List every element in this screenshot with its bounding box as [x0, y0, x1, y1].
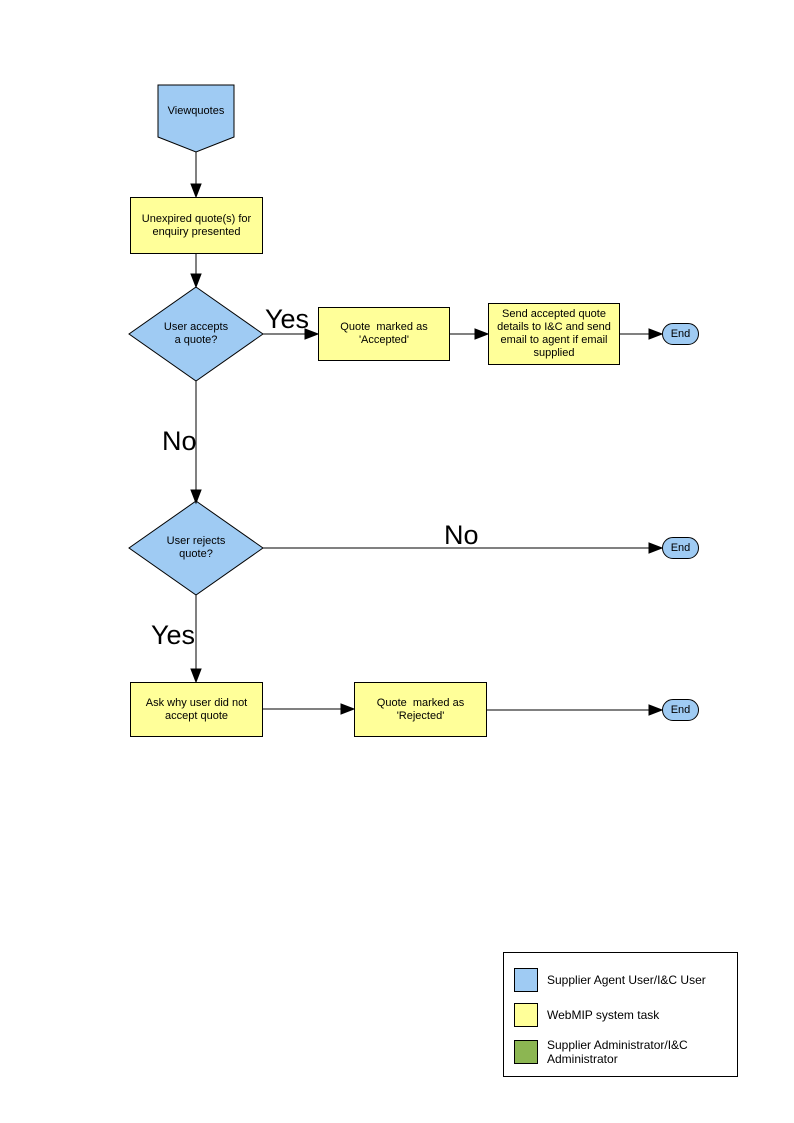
legend: Supplier Agent User/I&C User WebMIP syst…	[503, 952, 738, 1077]
legend-row-supplier-admin: Supplier Administrator/I&C Administrator	[514, 1038, 688, 1066]
task-send-accepted-details: Send accepted quote details to I&C and s…	[488, 303, 620, 365]
task-quote-marked-rejected: Quote marked as 'Rejected'	[354, 682, 487, 737]
end-node-accepted: End	[662, 323, 699, 345]
legend-row-supplier-agent: Supplier Agent User/I&C User	[514, 968, 706, 992]
legend-label-webmip-task: WebMIP system task	[547, 1008, 660, 1022]
edge-label-rejects-no: No	[444, 520, 479, 550]
arrowhead-send-to-end1	[648, 328, 664, 340]
task-quote-marked-accepted: Quote marked as 'Accepted'	[318, 307, 450, 361]
decision-rejects-diamond	[128, 500, 264, 596]
edge-label-accepts-yes: Yes	[265, 304, 310, 334]
legend-label-supplier-agent: Supplier Agent User/I&C User	[547, 973, 706, 987]
arrowhead-askwhy-to-rejected	[340, 703, 356, 715]
end-node-rejected: End	[662, 699, 699, 721]
arrowhead-rejects-yes	[190, 668, 202, 684]
arrowhead-rejected-to-end3	[648, 704, 664, 716]
edge-label-rejects-yes: Yes	[151, 620, 196, 650]
edge-label-accepts-no: No	[162, 426, 197, 456]
legend-row-webmip-task: WebMIP system task	[514, 1003, 659, 1027]
legend-swatch-webmip-task	[514, 1003, 538, 1027]
arrowhead-accepted-to-send	[474, 328, 490, 340]
task-unexpired-quotes: Unexpired quote(s) for enquiry presented	[130, 197, 263, 254]
arrowhead-rejects-no	[648, 542, 664, 554]
arrowhead-accepts-yes	[304, 328, 320, 340]
legend-swatch-supplier-agent	[514, 968, 538, 992]
arrowhead-accepts-no	[190, 489, 202, 505]
task-ask-why-not-accepted: Ask why user did not accept quote	[130, 682, 263, 737]
arrowhead-unexpired-to-accepts	[190, 273, 202, 289]
legend-label-supplier-admin: Supplier Administrator/I&C Administrator	[547, 1038, 688, 1066]
start-pentagon-shape	[157, 84, 235, 153]
end-node-not-rejected: End	[662, 537, 699, 559]
arrowhead-start-to-unexpired	[190, 183, 202, 199]
decision-accepts-diamond	[128, 286, 264, 382]
legend-swatch-supplier-admin	[514, 1040, 538, 1064]
